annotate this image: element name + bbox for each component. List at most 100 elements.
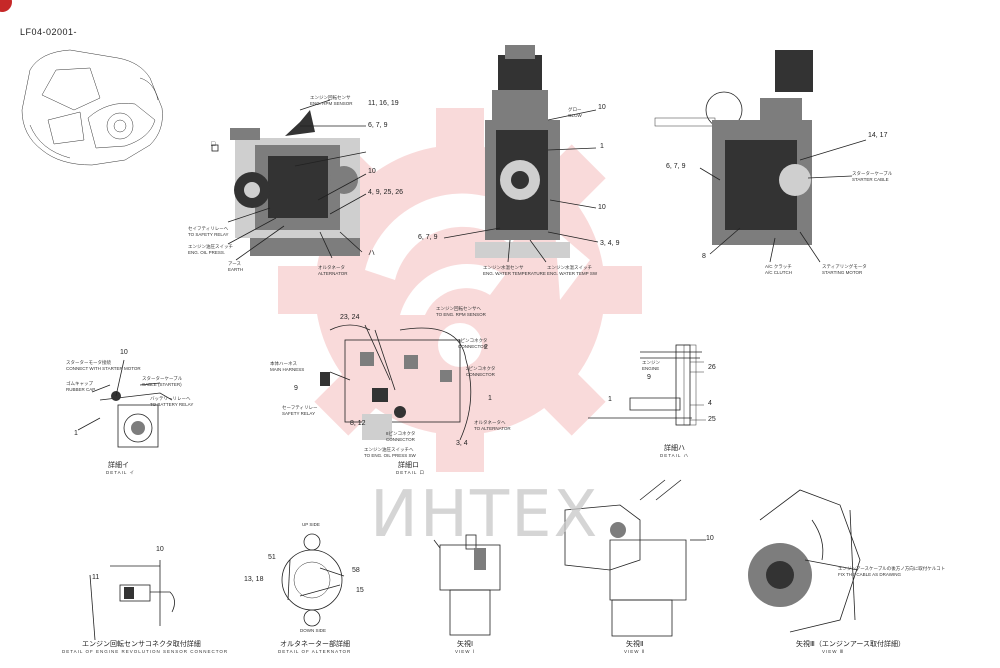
caption-view-1-en: VIEW Ⅰ xyxy=(455,649,476,654)
callout-detail-ro-5: 8, 12 xyxy=(350,420,366,427)
callout-detail-ha-5: 25 xyxy=(708,416,716,423)
label-earth-cable-jp: エンジンアースケーブルの後方ノ方向に取付ケルコト xyxy=(838,566,946,571)
callout-detail-ro-2: 2 xyxy=(484,344,488,351)
caption-detail-i-jp: 詳細イ xyxy=(108,462,129,469)
detail-i-drawing xyxy=(77,359,173,448)
label-starter-cable-jp: スターターケーブル xyxy=(852,171,893,176)
callout-detail-ro-6: 3, 4 xyxy=(456,440,468,447)
caption-view-2-en: VIEW Ⅱ xyxy=(624,649,645,654)
engine-rear-view-right xyxy=(654,50,867,263)
label-earth-jp: アース xyxy=(228,261,242,266)
detail-ha-drawing xyxy=(588,344,706,426)
label-earth-cable-en: FIX THE CABLE AS DRAWING xyxy=(838,572,902,577)
label-engine-jp: エンジン xyxy=(642,360,660,365)
label-2pin-connector-en: CONNECTOR xyxy=(466,372,495,377)
label-to-rpm-sensor-en: TO ENG. RPM SENSOR xyxy=(436,312,486,317)
callout-detail-ha-2: 9 xyxy=(647,374,651,381)
label-starter-cable-i-jp: スターターケーブル xyxy=(142,376,183,381)
label-water-temp-switch-jp: エンジン水温スイッチ xyxy=(547,265,592,270)
callout-detail-ro-4: 9 xyxy=(294,385,298,392)
square-marker: □ xyxy=(211,141,216,148)
label-safety-relay-ro-en: SAFETY RELAY xyxy=(282,411,316,416)
callout-top-right-1: 14, 17 xyxy=(868,132,888,139)
label-alternator-jp: オルタネータ xyxy=(318,265,345,270)
caption-alternator-en: DETAIL OF ALTERNATOR xyxy=(278,649,352,654)
caption-view-3-en: VIEW Ⅲ xyxy=(822,649,844,654)
label-ac-clutch-en: A/C CLUTCH xyxy=(765,270,793,275)
label-to-alternator-jp: オルタネータへ xyxy=(474,420,506,425)
corner-badge xyxy=(0,0,12,12)
callout-alternator-2: 13, 18 xyxy=(244,576,264,583)
label-rpm-sensor-en: ENG. RPM SENSOR xyxy=(310,101,353,106)
callout-detail-ro-1: 23, 24 xyxy=(340,314,360,321)
callout-detail-i-1: 10 xyxy=(120,349,128,356)
label-to-oil-switch-jp: エンジン油圧スイッチへ xyxy=(364,447,414,452)
callout-top-center-4: 6, 7, 9 xyxy=(418,234,438,241)
callout-top-center-3: 10 xyxy=(598,204,606,211)
label-earth-en: EARTH xyxy=(228,267,244,272)
label-battery-relay-jp: バッテリーリレーへ xyxy=(150,396,191,401)
label-oil-switch-jp: エンジン油圧スイッチ xyxy=(188,244,233,249)
label-2pin-connector-jp: 2ピンコネクタ xyxy=(466,366,496,371)
callout-top-center-5: 3, 4, 9 xyxy=(600,240,620,247)
callout-alternator-1: 51 xyxy=(268,554,276,561)
view-1-drawing xyxy=(433,534,501,636)
label-safety-relay-ro-jp: セーフティリレー xyxy=(282,405,318,410)
label-starter-connect-en: CONNECT WITH STARTER MOTOR xyxy=(66,366,141,371)
label-1pin-connector-jp: 1ピンコネクタ xyxy=(458,338,488,343)
caption-view-1-jp: 矢視Ⅰ xyxy=(457,641,474,648)
label-to-alternator-en: TO ALTERNATOR xyxy=(474,426,511,431)
label-main-harness-jp: 本体ハーネス xyxy=(270,361,297,366)
callout-top-left-2: 6, 7, 9 xyxy=(368,122,388,129)
label-alternator-en: ALTERNATOR xyxy=(318,271,348,276)
callout-alternator-4: 15 xyxy=(356,587,364,594)
label-rpm-sensor-jp: エンジン回転センサ xyxy=(310,95,351,100)
alternator-drawing xyxy=(281,533,345,627)
callout-detail-i-2: 1 xyxy=(74,430,78,437)
callout-sensor-2: 11 xyxy=(92,574,100,581)
caption-sensor-jp: エンジン回転センサコネクタ取付詳細 xyxy=(82,641,201,648)
label-engine-en: ENGINE xyxy=(642,366,660,371)
label-water-temp-switch-en: ENG. WATER TEMP SW xyxy=(547,271,598,276)
label-water-temp-sensor-jp: エンジン水温センサ xyxy=(483,265,524,270)
label-8pin-connector-en: CONNECTOR xyxy=(386,437,415,442)
callout-detail-ha-3: 26 xyxy=(708,364,716,371)
caption-detail-ro-en: DETAIL ロ xyxy=(396,470,426,475)
caption-detail-ha-jp: 詳細ハ xyxy=(664,445,685,452)
label-8pin-connector-jp: 8ピンコネクタ xyxy=(386,431,416,436)
view-2-drawing xyxy=(564,479,706,637)
callout-top-center-1: 10 xyxy=(598,104,606,111)
label-down-side: DOWN SIDE xyxy=(300,628,327,633)
caption-view-2-jp: 矢視Ⅱ xyxy=(626,641,644,648)
caption-view-3-jp: 矢視Ⅲ（エンジンアース取付詳細） xyxy=(796,641,906,648)
label-to-oil-switch-en: TO ENG. OIL PRESS SW xyxy=(364,453,416,458)
callout-detail-ha-4: 4 xyxy=(708,400,712,407)
label-safety-relay-jp: セイフティリレーへ xyxy=(188,226,229,231)
caption-detail-ro-jp: 詳細ロ xyxy=(398,462,419,469)
caption-sensor-en: DETAIL OF ENGINE REVOLUTION SENSOR CONNE… xyxy=(62,649,229,654)
callout-sensor-1: 10 xyxy=(156,546,164,553)
callout-top-left-3: 10 xyxy=(368,168,376,175)
label-starter-cable-i-en: CABLE (STARTER) xyxy=(142,382,182,387)
callout-top-left-5: ハ xyxy=(368,250,375,257)
label-ac-clutch-jp: A/C クラッチ xyxy=(765,264,792,269)
label-glow-jp: グロー xyxy=(568,107,582,112)
sensor-connector-drawing xyxy=(89,560,175,641)
label-starting-motor-jp: スティアリングモータ xyxy=(822,264,867,269)
label-starting-motor-en: STARTING MOTOR xyxy=(822,270,863,275)
callout-alternator-3: 58 xyxy=(352,567,360,574)
label-1pin-connector-en: CONNECTOR xyxy=(458,344,487,349)
excavator-outline xyxy=(21,49,163,166)
caption-detail-ha-en: DETAIL ハ xyxy=(660,453,690,458)
caption-detail-i-en: DETAIL イ xyxy=(106,470,136,475)
label-to-rpm-sensor-jp: エンジン回転センサへ xyxy=(436,306,481,311)
watermark-text: ИНТЕХ xyxy=(370,478,600,552)
callout-view-2-1: 10 xyxy=(706,535,714,542)
label-water-temp-sensor-en: ENG. WATER TEMPERATURE xyxy=(483,271,546,276)
callout-top-left-4: 4, 9, 25, 26 xyxy=(368,189,404,196)
label-starter-cable-en: STARTER CABLE xyxy=(852,177,889,182)
document-code: LF04-02001- xyxy=(20,27,78,37)
callout-top-center-2: 1 xyxy=(600,143,604,150)
callout-top-right-3: 8 xyxy=(702,253,706,260)
